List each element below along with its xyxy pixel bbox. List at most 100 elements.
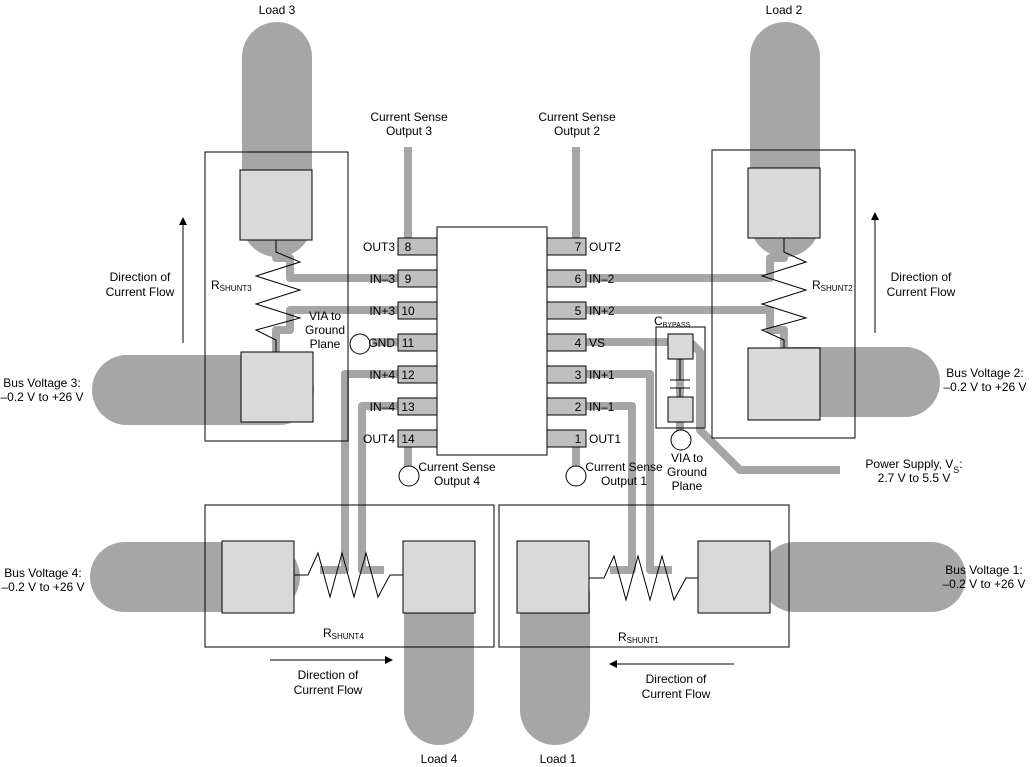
pin-name: OUT3 bbox=[363, 240, 395, 254]
shunt2-pad-bottom bbox=[747, 347, 821, 421]
pin-number: 14 bbox=[401, 432, 415, 446]
pin-name: IN–3 bbox=[370, 272, 396, 286]
bus2-label: –0.2 V to +26 V bbox=[943, 380, 1026, 394]
pin-left-10 bbox=[397, 301, 438, 320]
shunt3-pad-top bbox=[239, 169, 313, 241]
via-gnd-label: Plane bbox=[310, 337, 341, 351]
pin-number: 7 bbox=[575, 240, 582, 254]
via-out1-icon bbox=[565, 465, 587, 487]
pin-left-12 bbox=[397, 365, 438, 384]
via-cbypass-label: Plane bbox=[672, 479, 703, 493]
cbypass-pad-bottom bbox=[667, 396, 694, 423]
labels: Load 3 Load 2 Load 4 Load 1 Current Sens… bbox=[0, 3, 1026, 766]
component-labels: RSHUNT3 RSHUNT2 RSHUNT4 RSHUNT1 CBYPASS bbox=[211, 278, 853, 645]
pin-right-2 bbox=[546, 397, 587, 416]
load4-label: Load 4 bbox=[421, 752, 458, 766]
direction2-label: Current Flow bbox=[887, 285, 956, 299]
load3-label: Load 3 bbox=[259, 3, 296, 17]
pin-name: OUT2 bbox=[589, 240, 621, 254]
shunt4-pad-left bbox=[221, 540, 295, 614]
pin-name: GND bbox=[368, 336, 395, 350]
pin-number: 1 bbox=[575, 432, 582, 446]
shunt4-region bbox=[204, 504, 495, 648]
sense3-label: Output 3 bbox=[386, 124, 432, 138]
sense4-label: Output 4 bbox=[434, 474, 480, 488]
pin-right-4 bbox=[546, 333, 587, 352]
pin-number: 12 bbox=[401, 368, 415, 382]
pin-name: IN–4 bbox=[370, 400, 396, 414]
pin-name: VS bbox=[589, 336, 605, 350]
pin-name: IN+1 bbox=[589, 368, 615, 382]
via-gnd-label: VIA to bbox=[309, 309, 341, 323]
pin-number: 3 bbox=[575, 368, 582, 382]
pin-number: 8 bbox=[405, 240, 412, 254]
trace-in-1 bbox=[576, 402, 636, 574]
direction4-label: Current Flow bbox=[294, 683, 363, 697]
via-cbypass-label: VIA to bbox=[671, 451, 703, 465]
sense2-label: Current Sense bbox=[538, 110, 616, 124]
direction3-label: Current Flow bbox=[106, 285, 175, 299]
via-gnd-label: Ground bbox=[305, 323, 345, 337]
shunt3-region bbox=[204, 151, 349, 442]
direction1-label: Direction of bbox=[646, 672, 707, 686]
shunt4-pad-right bbox=[402, 540, 476, 614]
power-supply-range: 2.7 V to 5.5 V bbox=[878, 471, 951, 485]
bus1-label: Bus Voltage 1: bbox=[945, 563, 1022, 577]
pin-name: OUT1 bbox=[589, 432, 621, 446]
pin-number: 10 bbox=[401, 304, 415, 318]
direction-arrows bbox=[179, 212, 879, 668]
pin-name: IN–1 bbox=[589, 400, 615, 414]
ic-pins: 8OUT39IN–310IN+311GND12IN+413IN–414OUT47… bbox=[363, 237, 621, 448]
shunt2-label: RSHUNT2 bbox=[812, 278, 853, 293]
power-supply-label: Power Supply, VS: bbox=[865, 457, 962, 475]
trace-in+4 bbox=[320, 370, 408, 574]
pin-right-7 bbox=[546, 237, 587, 256]
load1-label: Load 1 bbox=[540, 752, 577, 766]
pin-name: IN–2 bbox=[589, 272, 615, 286]
bus3-label: Bus Voltage 3: bbox=[3, 376, 80, 390]
trace-in-4 bbox=[358, 402, 408, 574]
direction2-label: Direction of bbox=[891, 270, 952, 284]
pin-number: 11 bbox=[402, 336, 415, 350]
shunt1-resistor-icon bbox=[589, 554, 698, 602]
shunt1-pad-left bbox=[516, 540, 590, 614]
direction4-label: Direction of bbox=[298, 668, 359, 682]
pin-left-8 bbox=[397, 237, 438, 256]
pin-name: IN+2 bbox=[589, 304, 615, 318]
cbypass-region bbox=[655, 326, 706, 429]
bus3-label: –0.2 V to +26 V bbox=[0, 390, 83, 404]
shunt3-label: RSHUNT3 bbox=[211, 278, 252, 293]
shunt1-region bbox=[498, 504, 790, 648]
pin-left-14 bbox=[397, 429, 438, 448]
pin-name: OUT4 bbox=[363, 432, 395, 446]
pin-number: 9 bbox=[405, 272, 412, 286]
shunt2-resistor-icon bbox=[760, 238, 808, 348]
bus4-label: –0.2 V to +26 V bbox=[1, 580, 84, 594]
bus4-label: Bus Voltage 4: bbox=[4, 566, 81, 580]
pin-number: 6 bbox=[575, 272, 582, 286]
direction1-label: Current Flow bbox=[642, 687, 711, 701]
trace-in+2 bbox=[576, 306, 788, 352]
pin-number: 13 bbox=[401, 400, 415, 414]
cbypass-pad-top bbox=[667, 333, 694, 360]
pin-left-11 bbox=[397, 333, 438, 352]
shunt2-region bbox=[711, 149, 856, 439]
via-cbypass-label: Ground bbox=[667, 465, 707, 479]
trace-in+1 bbox=[576, 370, 672, 574]
sense3-label: Current Sense bbox=[370, 110, 448, 124]
pin-right-1 bbox=[546, 429, 587, 448]
bus2-label: Bus Voltage 2: bbox=[946, 366, 1023, 380]
via-out4-icon bbox=[398, 465, 420, 487]
pin-right-3 bbox=[546, 365, 587, 384]
pin-number: 5 bbox=[575, 304, 582, 318]
pin-right-6 bbox=[546, 269, 587, 288]
sense4-label: Current Sense bbox=[418, 460, 496, 474]
cbypass-label: CBYPASS bbox=[654, 314, 690, 329]
pin-left-9 bbox=[397, 269, 438, 288]
shunt-pads bbox=[221, 167, 821, 614]
resistor-symbols bbox=[254, 238, 808, 602]
vias bbox=[349, 333, 692, 487]
shunt2-pad-top bbox=[747, 167, 821, 239]
bus1-label: –0.2 V to +26 V bbox=[942, 577, 1025, 591]
